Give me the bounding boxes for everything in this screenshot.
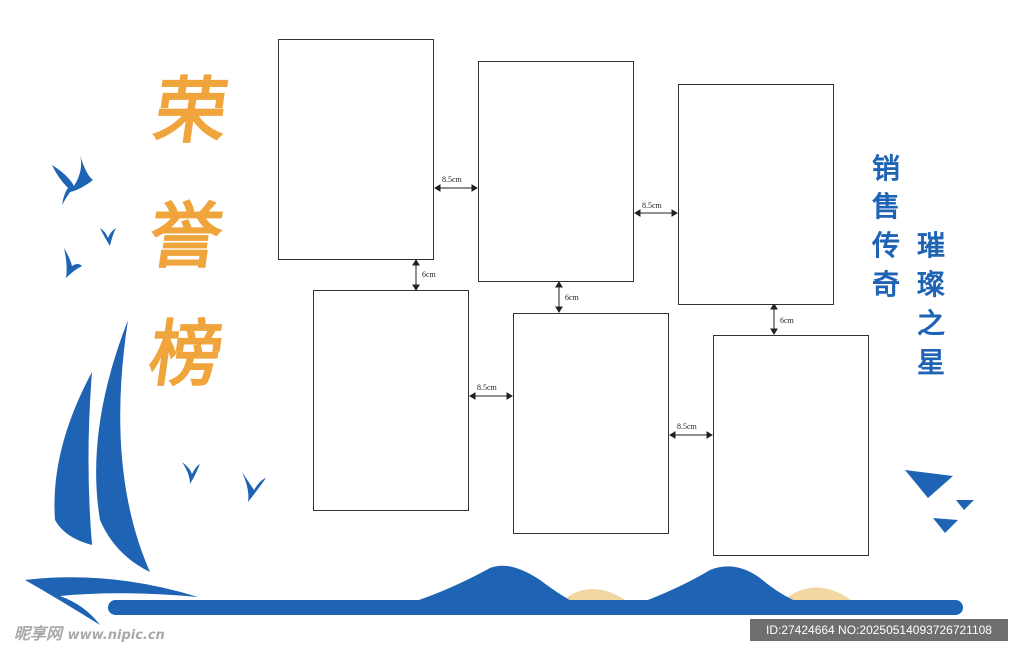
title-char: 荣	[149, 68, 234, 153]
dimension-label: 6cm	[565, 293, 579, 302]
bird-icon	[182, 462, 200, 484]
photo-frame	[478, 61, 634, 282]
watermark-id: ID:27424664 NO:20250514093726721108	[750, 619, 1008, 641]
sail-left	[54, 372, 92, 545]
dimension-label: 6cm	[780, 316, 794, 325]
bird-icon	[100, 228, 116, 246]
title-char: 誉	[144, 193, 229, 278]
bird-icon	[64, 248, 82, 278]
photo-frame	[278, 39, 434, 260]
title-char: 榜	[144, 311, 229, 396]
dimension-label: 8.5cm	[477, 383, 497, 392]
slogan-char: 传	[872, 229, 901, 262]
sand-hill	[560, 589, 630, 603]
sand-hill	[780, 587, 855, 603]
photo-frame	[713, 335, 869, 556]
watermark-site-url: www.nipic.cn	[67, 628, 165, 643]
dimension-label: 8.5cm	[677, 422, 697, 431]
dimension-arrows	[412, 184, 778, 439]
base-bar	[108, 600, 963, 615]
slogan-char: 之	[917, 307, 946, 340]
dimension-label: 8.5cm	[642, 201, 662, 210]
slogan-char: 销	[872, 152, 901, 185]
slogan-char: 璨	[917, 268, 946, 301]
slogan-char: 璀	[917, 229, 946, 262]
slogan-char: 售	[872, 190, 901, 223]
sail-right	[96, 320, 150, 572]
slogan-char: 星	[917, 346, 946, 379]
wave-shape	[410, 565, 575, 603]
paper-plane-icon	[933, 518, 958, 533]
slogan-char: 奇	[872, 268, 901, 301]
paper-plane-icon	[905, 470, 953, 498]
photo-frame	[678, 84, 834, 305]
wave-shape	[640, 566, 800, 603]
watermark-site-name: 昵享网	[14, 624, 63, 643]
bird-icon	[52, 155, 93, 205]
paper-plane-icon	[956, 500, 974, 510]
dimension-label: 6cm	[422, 270, 436, 279]
boat-hull	[25, 577, 198, 625]
photo-frame	[313, 290, 469, 511]
watermark-logo: 昵享网 www.nipic.cn	[14, 620, 165, 644]
bird-icon	[242, 472, 266, 502]
photo-frame	[513, 313, 669, 534]
dimension-label: 8.5cm	[442, 175, 462, 184]
